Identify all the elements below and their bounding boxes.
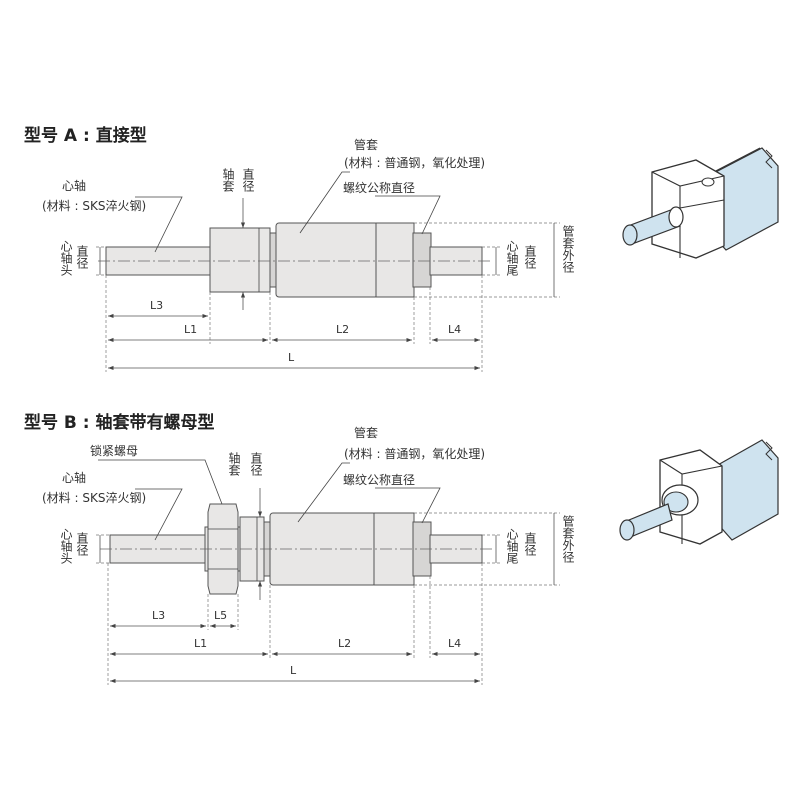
type-b-dim-l4: L4: [448, 637, 461, 650]
type-a-length-dims: L3 L1 L2 L4 L: [105, 275, 483, 372]
type-b-sleeve-od: 管套外径: [414, 512, 575, 586]
type-b-drawing: [100, 503, 492, 595]
type-a-thread: [412, 232, 432, 288]
svg-text:轴套: 轴套: [227, 451, 241, 476]
svg-text:直径: 直径: [75, 245, 89, 269]
type-b-thread-label: 螺纹公称直径: [343, 473, 415, 487]
type-b-head-dia: 心轴头 直径: [59, 528, 110, 564]
svg-text:心轴头: 心轴头: [59, 240, 73, 276]
svg-text:直径: 直径: [523, 532, 537, 556]
type-b-isometric-sketch: [619, 439, 779, 545]
type-b-sleeve-label: 管套: [354, 425, 378, 440]
type-b-dim-l: L: [290, 664, 297, 677]
svg-text:心轴尾: 心轴尾: [505, 528, 519, 564]
type-a-title: 型号 A : 直接型: [24, 125, 147, 146]
svg-text:心轴头: 心轴头: [59, 528, 73, 564]
type-b-locknut-label: 锁紧螺母: [90, 443, 138, 458]
type-a-sleeve-label: 管套: [354, 137, 378, 152]
type-a-drawing: [98, 222, 492, 298]
svg-text:轴套: 轴套: [221, 167, 235, 192]
svg-text:直径: 直径: [75, 532, 89, 556]
type-a-dim-l2: L2: [336, 323, 349, 336]
type-a-thread-label: 螺纹公称直径: [343, 181, 415, 195]
type-b-section: 型号 B : 轴套带有螺母型 管套 (材料 : 普通钢，氧化处理) 螺纹公称直径…: [24, 412, 779, 685]
type-a-sleeve-material: (材料 : 普通钢，氧化处理): [344, 156, 485, 170]
type-b-collar-dia: 轴套 直径: [227, 451, 263, 600]
type-a-sleeve-end: [375, 222, 415, 298]
svg-text:直径: 直径: [523, 245, 537, 269]
type-a-head-dia: 心轴头 直径: [59, 240, 106, 276]
type-b-length-dims: L3 L5 L1 L2 L4 L: [107, 563, 483, 685]
type-b-shaft-label: 心轴: [62, 470, 86, 485]
type-a-dim-l3: L3: [150, 299, 163, 312]
type-b-dim-l1: L1: [194, 637, 207, 650]
type-a-section: 型号 A : 直接型 管套 (材料 : 普通钢，氧化处理) 螺纹公称直径 心轴 …: [24, 125, 779, 372]
svg-text:管套外径: 管套外径: [561, 224, 575, 273]
type-a-dim-l1: L1: [184, 323, 197, 336]
svg-text:管套外径: 管套外径: [561, 514, 575, 563]
type-b-title: 型号 B : 轴套带有螺母型: [24, 412, 215, 433]
type-b-dim-l2: L2: [338, 637, 351, 650]
type-b-tail-dia: 心轴尾 直径: [482, 528, 537, 564]
type-b-dim-l3: L3: [152, 609, 165, 622]
type-a-collar-dia: 轴套 直径: [221, 167, 255, 310]
svg-text:心轴尾: 心轴尾: [505, 240, 519, 276]
type-a-sleeve: [275, 222, 379, 298]
type-a-tail-dia: 心轴尾 直径: [482, 240, 537, 276]
type-a-isometric-sketch: [622, 147, 779, 259]
type-b-dim-l5: L5: [214, 609, 227, 622]
type-a-collar: [209, 227, 271, 293]
type-a-sleeve-od: 管套外径: [414, 222, 575, 298]
type-a-dim-l4: L4: [448, 323, 461, 336]
type-a-dim-l: L: [288, 351, 295, 364]
svg-text:直径: 直径: [241, 168, 255, 192]
svg-text:直径: 直径: [249, 452, 263, 476]
type-b-sleeve-material: (材料 : 普通钢，氧化处理): [344, 447, 485, 461]
type-a-shaft-material: (材料 : SKS淬火钢): [42, 198, 146, 213]
type-a-shaft-label: 心轴: [62, 178, 86, 193]
type-b-shaft-material: (材料 : SKS淬火钢): [42, 490, 146, 505]
